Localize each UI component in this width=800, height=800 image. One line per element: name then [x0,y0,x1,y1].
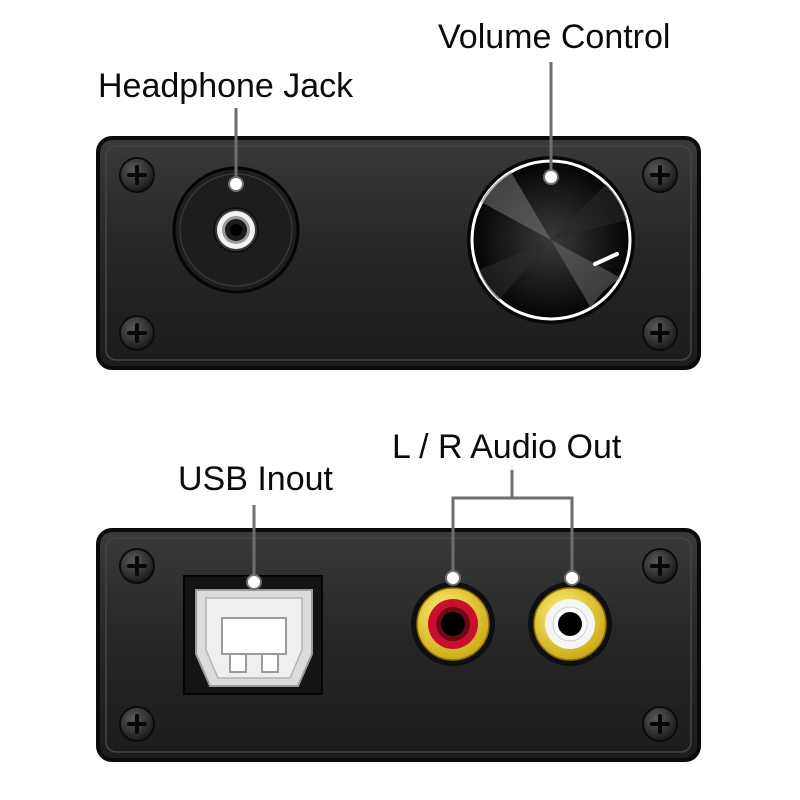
rca-left-jack-icon [411,582,495,666]
screw-icon [119,706,155,742]
lr-leader [445,470,580,586]
front-panel-inner-edge [105,145,692,361]
screw-icon [642,315,678,351]
screw-icon [119,157,155,193]
screw-icon [642,706,678,742]
screw-icon [119,548,155,584]
usb-leader [246,505,262,590]
rear-panel-inner-edge [105,537,692,753]
headphone-leader [228,108,244,192]
headphone-jack-icon [172,166,300,294]
volume-control-label: Volume Control [438,18,671,56]
knob-indicator [593,252,619,266]
screw-icon [642,548,678,584]
usb-b-port-icon [183,575,323,695]
volume-knob-icon [467,156,635,324]
screw-icon [642,157,678,193]
front-panel [96,136,701,370]
headphone-jack-label: Headphone Jack [98,67,354,105]
usb-inout-label: USB Inout [178,460,333,498]
rear-panel [96,528,701,762]
volume-leader [543,62,559,185]
lr-audio-out-label: L / R Audio Out [392,428,622,466]
rca-right-jack-icon [528,582,612,666]
screw-icon [119,315,155,351]
